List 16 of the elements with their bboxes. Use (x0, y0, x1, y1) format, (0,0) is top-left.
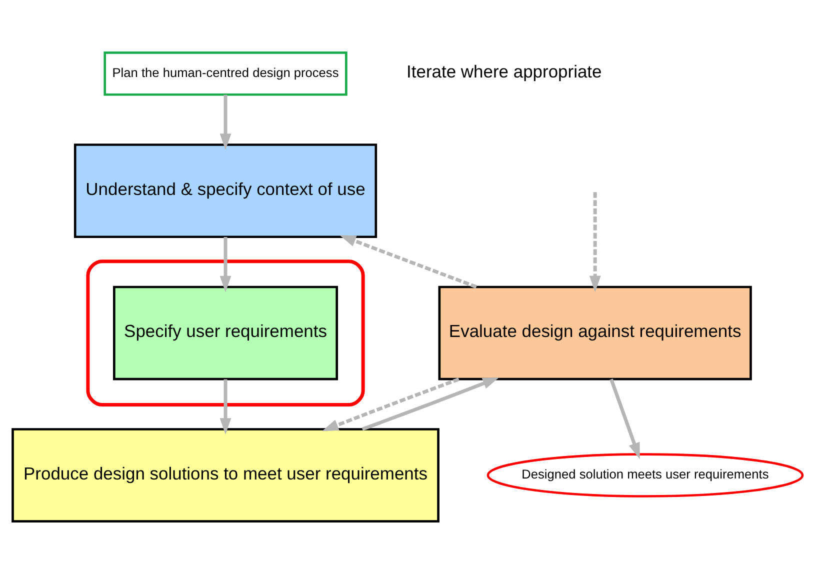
label: Iterate where appropriate (406, 61, 602, 82)
arrow (362, 376, 500, 430)
node-box: Plan the human-centred design process (104, 51, 348, 96)
arrow (220, 94, 232, 150)
arrow (610, 378, 640, 459)
arrow (322, 377, 460, 431)
node-box: Evaluate design against requirements (438, 285, 752, 380)
node-box: Specify user requirements (113, 285, 338, 380)
arrow (220, 236, 232, 292)
arrow (220, 378, 232, 434)
node-ellipse: Designed solution meets user requirements (486, 452, 804, 497)
arrow (340, 234, 477, 288)
node-box: Understand & specify context of use (74, 143, 378, 238)
cluster (86, 259, 365, 406)
arrow (589, 192, 601, 292)
node-box: Produce design solutions to meet user requirements (12, 428, 440, 522)
